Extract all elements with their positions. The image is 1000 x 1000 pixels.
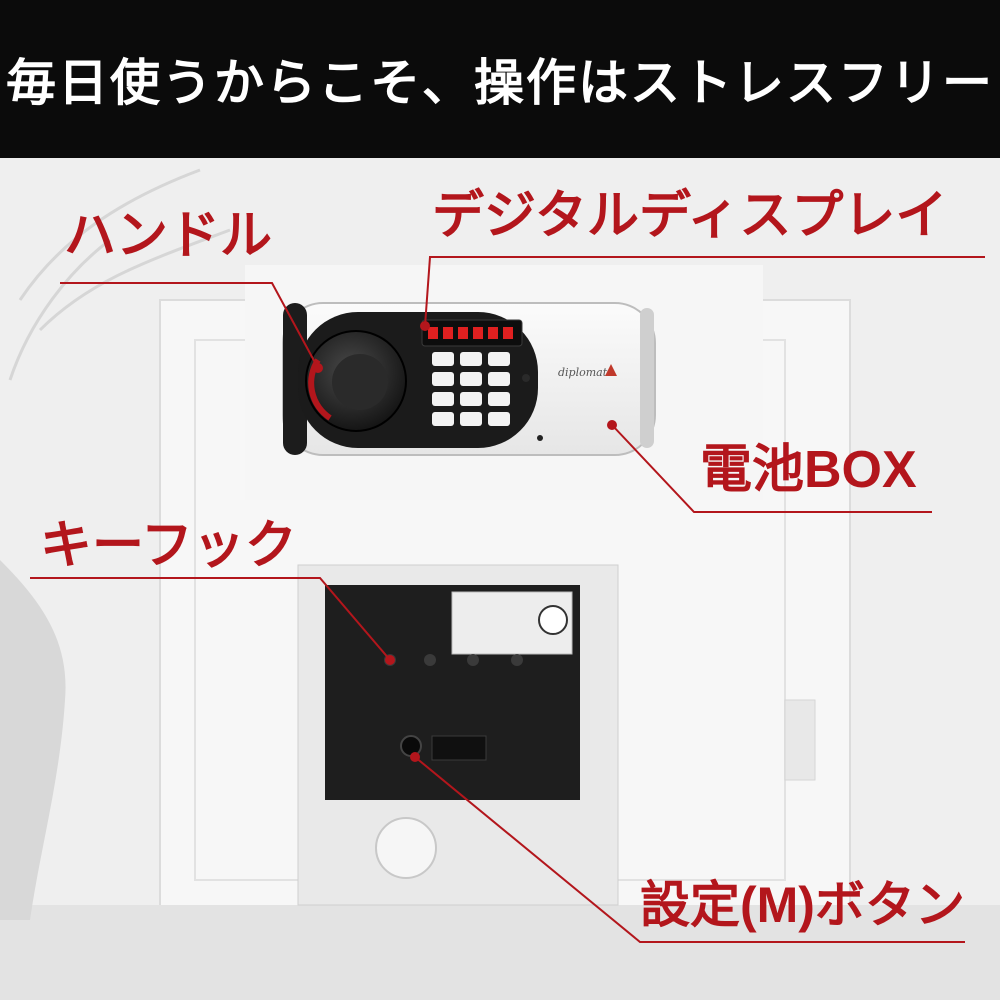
safe-illustration: diplomat [0,158,1000,1000]
callout-lines [30,256,985,943]
label-battery-box: 電池BOX [700,441,917,499]
header-banner: 毎日使うからこそ、操作はストレスフリー [0,0,1000,158]
branches-decoration [8,168,231,381]
door-back-knob [375,817,437,879]
panel-left-edge [283,303,307,455]
sensor-dot [537,435,543,441]
digital-display [421,319,523,347]
safe-hinge [784,699,816,781]
brand-logo-mark [605,364,617,376]
handle-inner [332,354,388,410]
product-photo: diplomat [0,158,1000,1000]
battery-slot [431,735,487,761]
vase-silhouette [0,560,66,920]
banner-title: 毎日使うからこそ、操作はストレスフリー [6,54,994,112]
label-setting-button: 設定(M)ボタン [640,877,965,933]
display-digits [428,327,513,339]
label-handle: ハンドル [64,206,273,266]
certification-seal [538,605,568,635]
panel-right-edge [640,308,654,448]
shelf [0,905,1000,1000]
indicator-dot [522,374,530,382]
keypad-buttons [432,352,510,426]
brand-logo: diplomat [558,366,608,379]
label-digital-display: デジタルディスプレイ [432,186,948,246]
label-key-hook: キーフック [40,516,297,576]
